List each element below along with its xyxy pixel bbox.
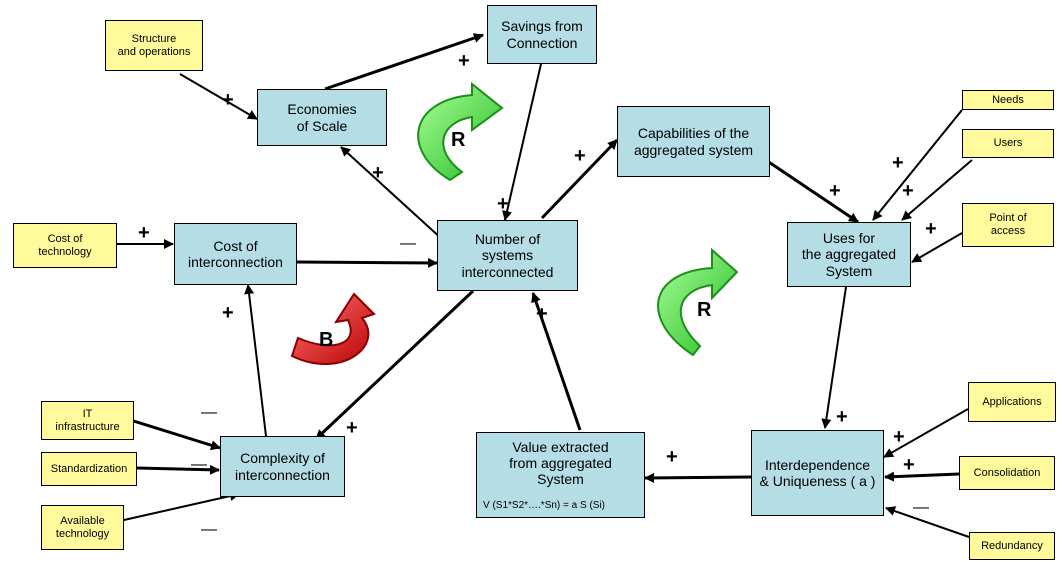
loop-label-reinforcing-2: R <box>697 299 712 321</box>
arrow-savings-to-number <box>502 63 542 221</box>
arrow-economies-to-savings <box>324 33 484 91</box>
arrow-costinter-to-number <box>296 257 438 268</box>
arrow-uses-to-interdependence <box>821 286 847 429</box>
arrow-standardization-to-complexity <box>136 464 220 475</box>
node-available-technology[interactable]: Available technology <box>41 505 124 550</box>
reinforcing-loop-arrow-2 <box>657 247 739 357</box>
node-cost-of-interconnection[interactable]: Cost of interconnection <box>174 223 297 285</box>
arrow-point-to-uses <box>911 232 963 263</box>
node-point-of-access[interactable]: Point of access <box>962 203 1054 247</box>
arrow-users-to-uses <box>901 159 973 221</box>
sign-plus: + <box>536 303 548 325</box>
arrow-available-to-complexity <box>123 491 240 521</box>
sign-plus: + <box>574 145 586 167</box>
loop-label-reinforcing-1: R <box>451 129 466 151</box>
node-capabilities[interactable]: Capabilities of the aggregated system <box>617 106 770 177</box>
node-economies-of-scale[interactable]: Economies of Scale <box>257 89 387 146</box>
node-it-infrastructure[interactable]: IT infrastructure <box>41 401 134 440</box>
sign-plus: + <box>497 193 509 215</box>
arrow-redundancy-to-interdependence <box>885 506 970 538</box>
sign-plus: + <box>458 50 470 72</box>
node-consolidation[interactable]: Consolidation <box>959 456 1055 490</box>
arrow-number-to-complexity <box>314 289 475 441</box>
arrow-applications-to-interdependence <box>883 408 969 458</box>
sign-plus: + <box>829 180 841 202</box>
sign-minus: — <box>191 456 207 473</box>
sign-plus: + <box>893 426 905 448</box>
node-needs[interactable]: Needs <box>962 90 1054 110</box>
sign-plus: + <box>666 446 678 468</box>
node-savings-from-connection[interactable]: Savings from Connection <box>487 5 597 64</box>
sign-minus: — <box>201 521 217 538</box>
arrow-interdependence-to-value <box>644 472 752 483</box>
node-complexity-of-interconnection[interactable]: Complexity of interconnection <box>220 436 345 497</box>
node-value-extracted[interactable]: Value extracted from aggregated System <box>476 432 645 518</box>
node-standardization[interactable]: Standardization <box>41 452 137 486</box>
node-interdependence-uniqueness[interactable]: Interdependence & Uniqueness ( a ) <box>751 430 884 516</box>
node-uses-for-aggregated-system[interactable]: Uses for the aggregated System <box>787 222 911 287</box>
value-formula: V (S1*S2*….*Sn) = a S (Si) <box>483 500 605 511</box>
sign-minus: — <box>913 499 929 516</box>
sign-plus: + <box>892 152 904 174</box>
arrow-number-to-capabilities <box>540 138 619 220</box>
sign-minus: — <box>400 235 416 252</box>
arrow-complexity-to-costinter <box>244 284 267 437</box>
sign-plus: + <box>836 406 848 428</box>
node-redundancy[interactable]: Redundancy <box>969 532 1055 560</box>
arrow-number-to-economies <box>340 146 444 241</box>
sign-plus: + <box>372 162 384 184</box>
arrow-consolidation-to-interdependence <box>884 471 960 482</box>
sign-plus: + <box>925 218 937 240</box>
sign-plus: + <box>902 180 914 202</box>
reinforcing-loop-arrow-1 <box>417 81 504 182</box>
node-number-of-systems[interactable]: Number of systems interconnected <box>437 220 578 291</box>
node-users[interactable]: Users <box>962 129 1054 158</box>
sign-plus: + <box>903 454 915 476</box>
loop-label-balancing: B <box>319 329 334 351</box>
arrow-structure-to-economies <box>179 73 258 120</box>
arrow-it-to-complexity <box>123 416 221 451</box>
sign-plus: + <box>222 89 234 111</box>
sign-plus: + <box>346 417 358 439</box>
node-structure-and-operations[interactable]: Structure and operations <box>105 20 203 71</box>
node-cost-of-technology[interactable]: Cost of technology <box>13 223 117 268</box>
sign-plus: + <box>222 302 234 324</box>
arrow-value-to-number <box>531 292 582 431</box>
node-applications[interactable]: Applications <box>968 382 1056 422</box>
arrow-needs-to-uses <box>872 109 963 221</box>
balancing-loop-arrow <box>290 292 376 366</box>
sign-plus: + <box>138 222 150 244</box>
sign-minus: — <box>201 404 217 421</box>
